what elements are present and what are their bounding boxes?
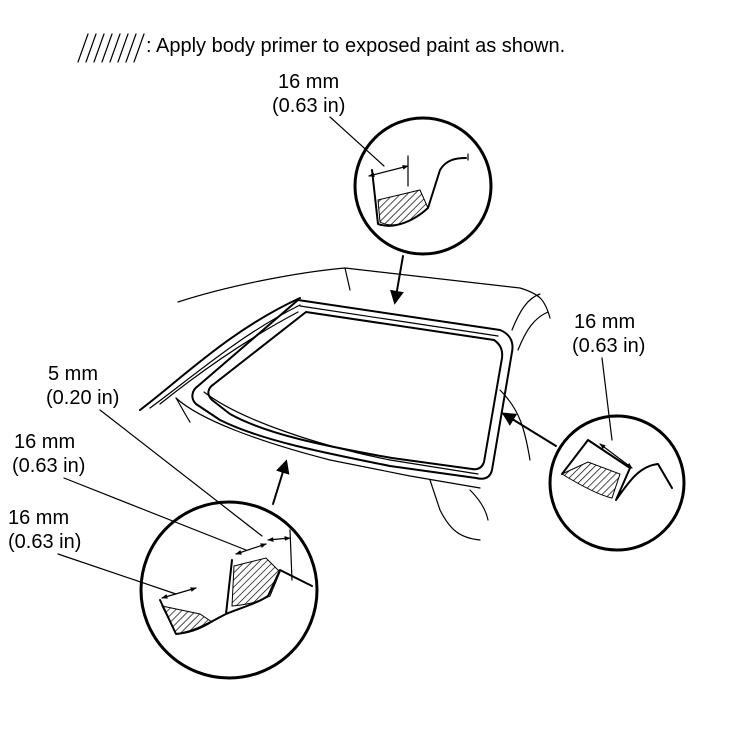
hatch-swatch-icon (77, 33, 145, 63)
top-mm-label: 16 mm (278, 71, 339, 93)
right-inch-label: (0.63 in) (572, 335, 645, 357)
detail-circle-right (548, 414, 686, 552)
leader-16mm-b (57, 553, 177, 595)
legend-text: : Apply body primer to exposed paint as … (146, 35, 565, 57)
leader-top (329, 116, 385, 167)
lower-5mm-inch-label: (0.20 in) (46, 387, 119, 409)
lower-16mm-b-label: 16 mm (8, 507, 69, 529)
leader-5mm (99, 409, 263, 537)
arrow-right (501, 412, 557, 447)
lower-16mm-b-inch-label: (0.63 in) (8, 531, 81, 553)
lower-5mm-label: 5 mm (48, 363, 98, 385)
legend: : Apply body primer to exposed paint as … (77, 33, 565, 63)
right-mm-label: 16 mm (574, 311, 635, 333)
detail-circle-lower (139, 500, 319, 680)
car-body (139, 267, 551, 541)
leader-16mm-a (63, 477, 247, 551)
lower-16mm-a-inch-label: (0.63 in) (12, 455, 85, 477)
arrow-lower (272, 459, 290, 505)
arrow-top (390, 255, 404, 305)
detail-circle-top (353, 116, 493, 256)
lower-16mm-a-label: 16 mm (14, 431, 75, 453)
leader-right (601, 357, 613, 441)
top-inch-label: (0.63 in) (272, 95, 345, 117)
